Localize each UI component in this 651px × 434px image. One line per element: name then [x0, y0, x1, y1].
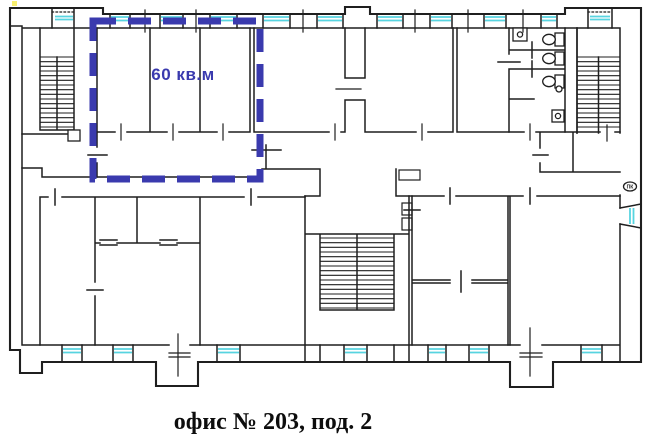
corridor-walls [21, 144, 413, 197]
southwest-room-walls [39, 188, 306, 346]
toilet-icon [542, 51, 565, 66]
sink-icon [551, 109, 565, 123]
caption: офис № 203, под. 2 [174, 409, 372, 434]
wall-closet [401, 202, 413, 216]
staircase-top-left [21, 7, 81, 142]
sink-icon [512, 27, 528, 42]
toilet-icon [542, 32, 565, 47]
inner-shell-walls [9, 25, 621, 363]
windows-bottom [63, 348, 601, 354]
highlight-area [89, 17, 264, 183]
fire-hydrant-label: ПК [627, 185, 635, 191]
floor-drain-icon [555, 85, 563, 93]
southeast-room-walls [403, 187, 621, 346]
staircase-top-right [576, 7, 620, 134]
windows-top [55, 15, 610, 22]
entrance-bay-right [619, 203, 642, 229]
area-label: 60 кв.м [151, 65, 214, 84]
fire-hydrant-icon: ПК [622, 181, 638, 192]
wall-closet [401, 217, 413, 231]
corridor-pilaster [398, 169, 421, 181]
stair-entry-step [67, 129, 81, 142]
window-entrance-bay [629, 208, 635, 224]
washroom-walls [497, 27, 621, 173]
door-ticks [120, 88, 608, 377]
window-piers-bottom [61, 344, 603, 363]
scan-artifact [12, 1, 17, 6]
outer-walls [8, 5, 643, 389]
top-room-walls [96, 27, 621, 178]
staircase-central [304, 195, 410, 363]
